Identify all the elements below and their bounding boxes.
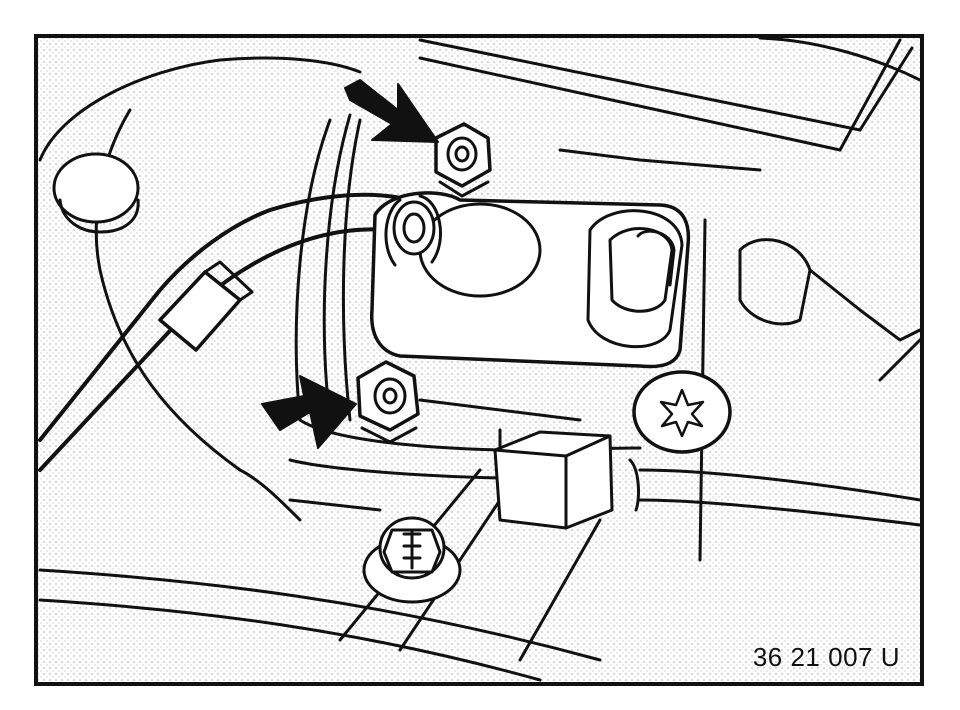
left-housing xyxy=(38,56,362,522)
torx-screw xyxy=(632,370,732,454)
upper-hex-nut xyxy=(434,122,492,198)
right-cable xyxy=(628,458,922,527)
bottom-bolt xyxy=(362,516,462,604)
mounting-bracket xyxy=(38,398,642,682)
rubber-grommet xyxy=(52,152,140,224)
reference-code: 36 21 007 U xyxy=(752,642,900,672)
sensor-body xyxy=(370,191,691,369)
lower-hex-nut xyxy=(356,360,420,444)
vertical-hose xyxy=(294,113,362,422)
brake-line xyxy=(38,192,412,472)
connector-block xyxy=(493,430,614,530)
arrow-upper-nut xyxy=(344,79,439,143)
arrow-lower-nut xyxy=(261,375,357,449)
